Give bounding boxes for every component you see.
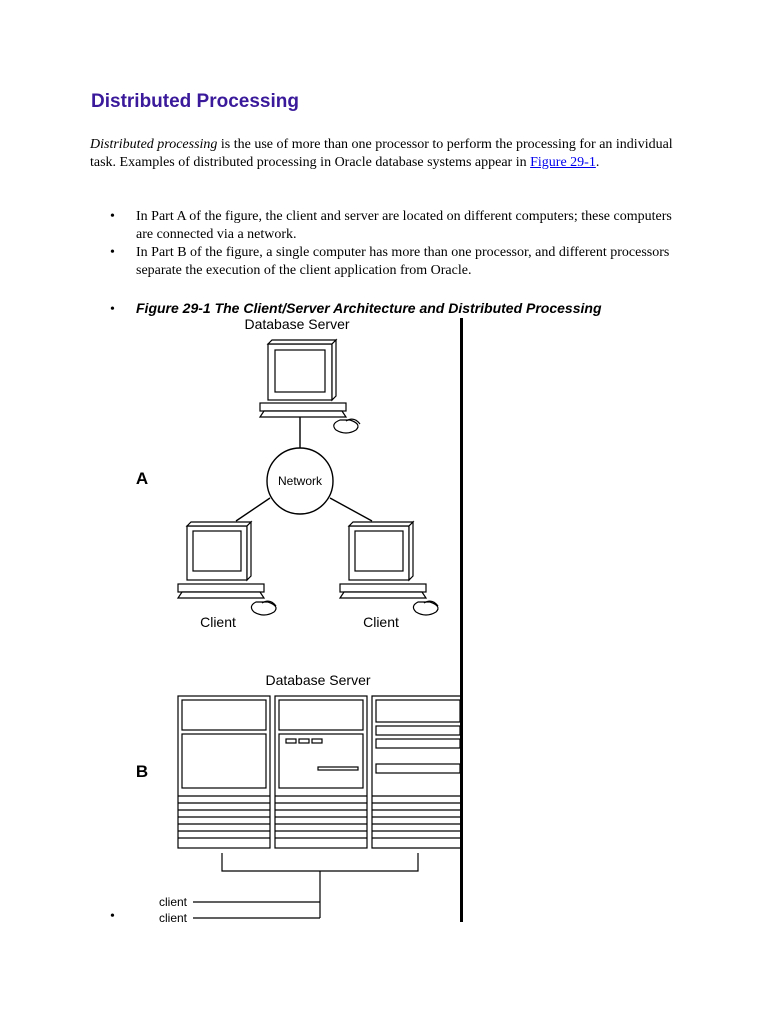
part-a-label: A: [136, 469, 148, 488]
part-a-server-label: Database Server: [244, 316, 349, 332]
bullet-text: In Part A of the figure, the client and …: [136, 209, 672, 242]
bullet-icon: •: [110, 302, 115, 317]
page-title: Distributed Processing: [91, 91, 299, 112]
client-label: client: [159, 911, 188, 925]
figure-caption-row: • Figure 29-1 The Client/Server Architect…: [110, 299, 730, 319]
client-left-label: Client: [200, 614, 236, 630]
server-cabinet-icon: [274, 695, 368, 849]
bullet-list: • In Part A of the figure, the client and…: [110, 208, 690, 280]
part-b-server-label: Database Server: [265, 672, 370, 688]
server-cabinet-icon: [371, 695, 461, 849]
intro-paragraph: Distributed processing is the use of mor…: [90, 136, 690, 172]
network-label: Network: [278, 474, 323, 488]
intro-text-end: .: [595, 155, 600, 170]
part-b-label: B: [136, 762, 148, 781]
intro-term: Distributed processing: [90, 137, 218, 152]
bullet-text: In Part B of the figure, a single comput…: [136, 245, 670, 278]
server-cabinet-icon: [177, 695, 271, 849]
client-label: client: [159, 895, 188, 909]
client-computer-icon: [176, 520, 277, 616]
bullet-icon: •: [110, 209, 115, 224]
network-node: [266, 447, 334, 515]
server-computer-icon: [258, 338, 361, 434]
client-right-label: Client: [363, 614, 399, 630]
client-connector: [193, 853, 419, 919]
figure-caption: Figure 29-1 The Client/Server Architectu…: [136, 300, 602, 316]
client-computer-icon: [338, 520, 439, 616]
list-item: • In Part A of the figure, the client and…: [110, 208, 690, 244]
intro-text: is the use of more than one processor to…: [90, 137, 673, 170]
list-item: • In Part B of the figure, a single compu…: [110, 244, 690, 280]
bullet-icon: •: [110, 909, 115, 924]
figure-link[interactable]: Figure 29-1: [530, 155, 596, 170]
bullet-icon: •: [110, 245, 115, 260]
